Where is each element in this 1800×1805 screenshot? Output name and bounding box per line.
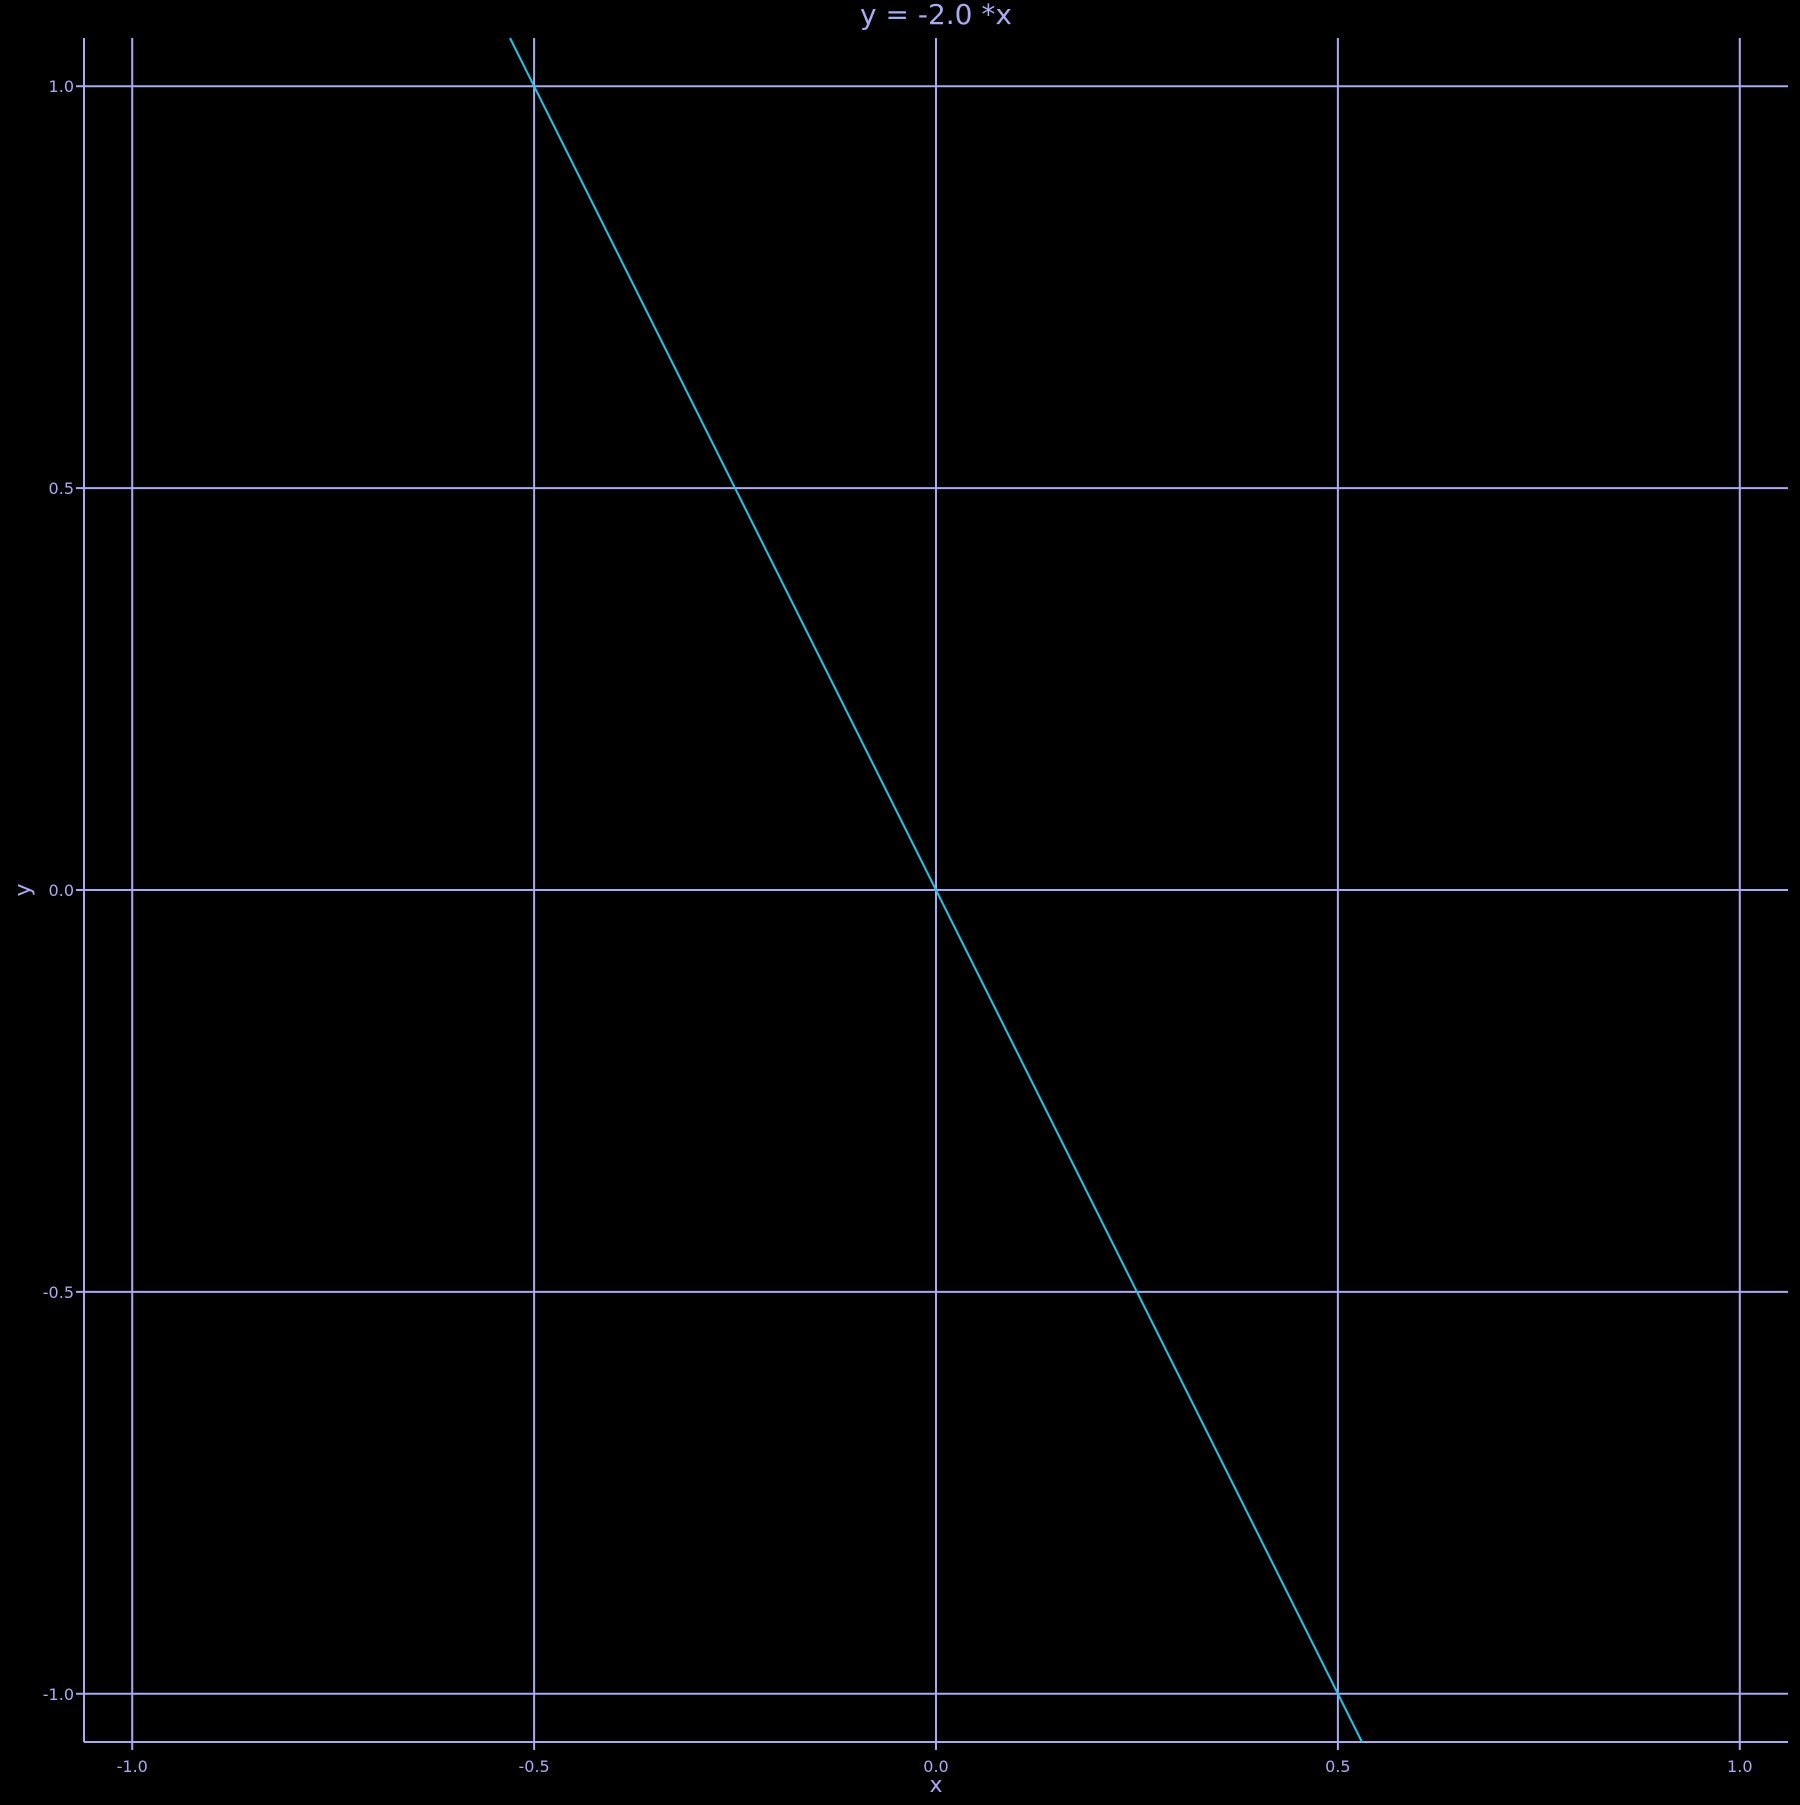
tick-label-layer: -1.0 -0.5 0.0 0.5 1.0 -1.0 -0.5 0.0 0.5 1.0 [43, 77, 1753, 1776]
y-tick-label: 0.5 [49, 479, 74, 498]
series-layer [509, 37, 1363, 1743]
y-tick-label: -0.5 [43, 1283, 74, 1302]
grid-layer [84, 38, 1788, 1742]
y-tick-label: 1.0 [49, 77, 74, 96]
x-tick-label: -0.5 [519, 1757, 550, 1776]
chart-title: y = -2.0 *x [860, 0, 1012, 31]
series-line [509, 37, 1363, 1743]
x-tick-label: 0.0 [923, 1757, 948, 1776]
x-tick-label: -1.0 [117, 1757, 148, 1776]
x-tick-label: 1.0 [1727, 1757, 1752, 1776]
y-axis-label: y [11, 883, 36, 896]
x-tick-label: 0.5 [1325, 1757, 1350, 1776]
y-tick-label: 0.0 [49, 881, 74, 900]
axis-layer [76, 38, 1788, 1750]
y-tick-label: -1.0 [43, 1685, 74, 1704]
x-axis-label: x [929, 1773, 942, 1798]
